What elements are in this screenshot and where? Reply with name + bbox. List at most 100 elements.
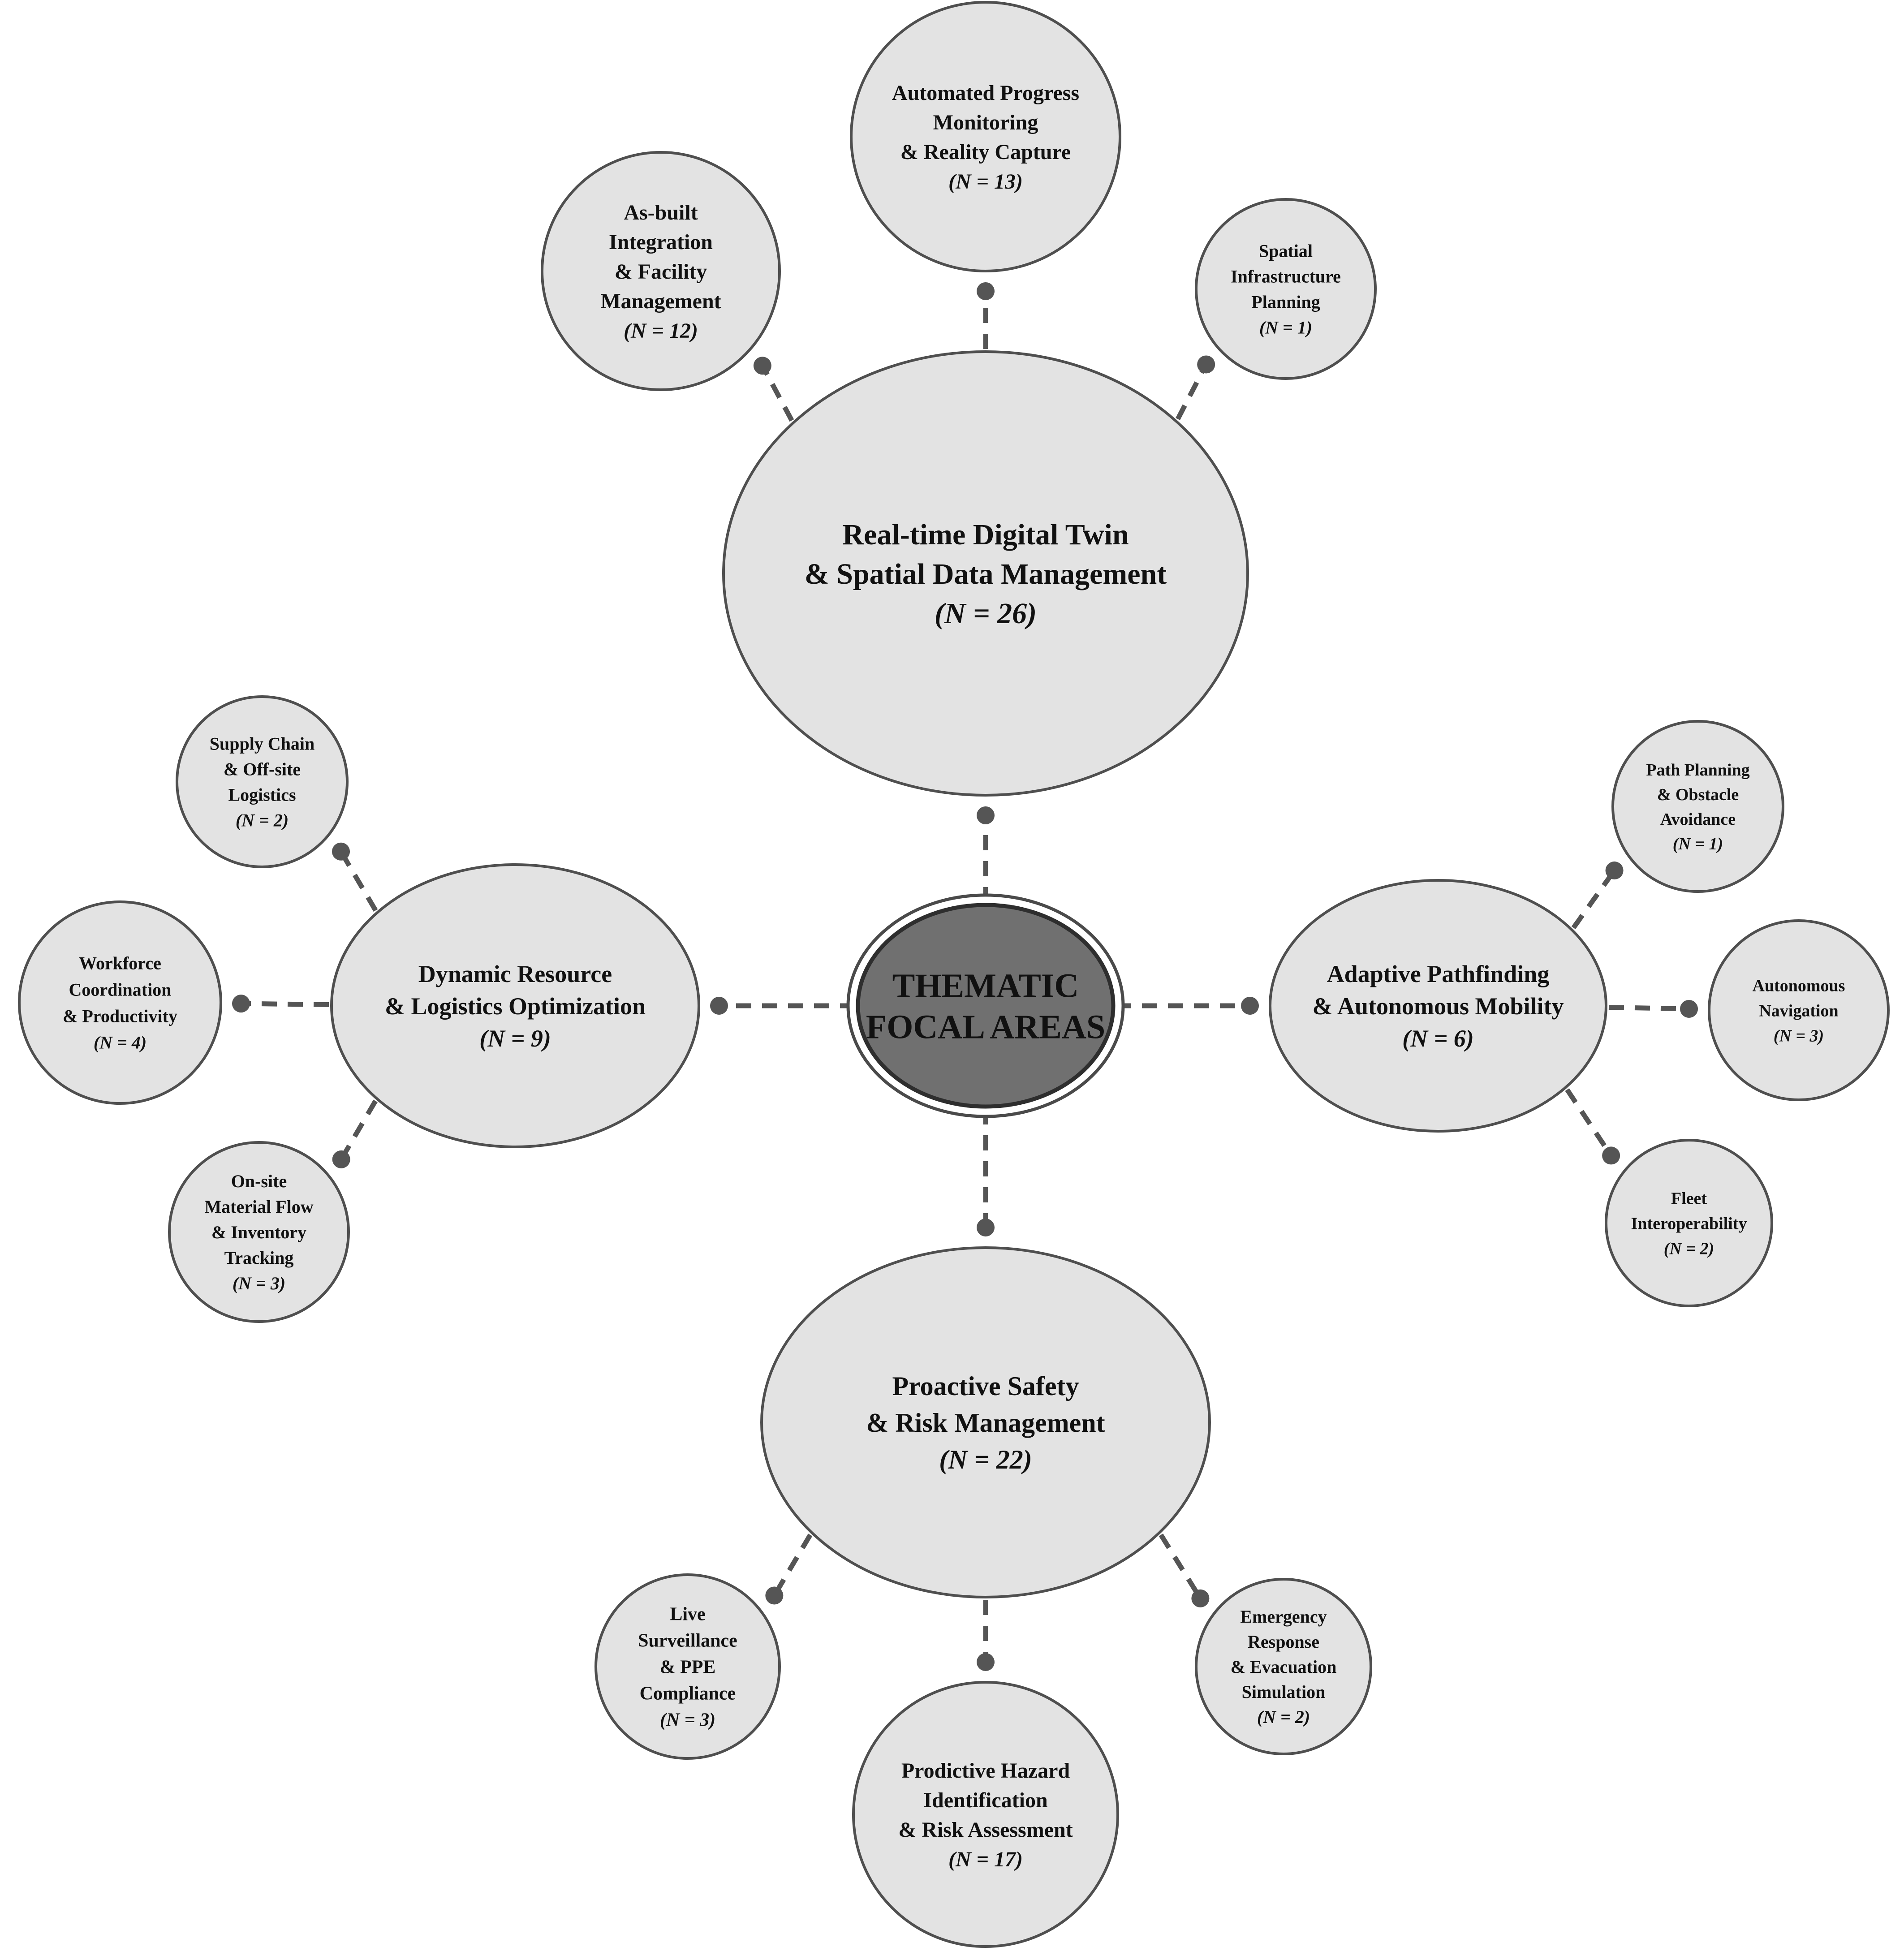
subtopic-node-label-line: Identification [923,1788,1047,1812]
subtopic-node-label-line: & Risk Assessment [898,1818,1073,1842]
subtopic-node-count: (N = 3) [660,1710,715,1731]
theme-ellipse [722,350,1249,797]
subtopic-node-label-line: On-site [231,1171,287,1191]
subtopic-node-label-line: Automated Progress [892,81,1079,105]
connector-line [772,1534,813,1597]
theme-resource-logistics-label-line: & Logistics Optimization [385,993,646,1020]
subtopic-node-count: (N = 3) [233,1273,285,1293]
connector-dot [1191,1589,1210,1607]
theme-resource-logistics: Dynamic Resource & Logistics Optimization… [330,863,700,1148]
subtopic-node-label-line: & Off-site [224,759,301,780]
subtopic-node-label-line: Integration [609,230,713,254]
theme-autonomous-mobility: Adaptive Pathfinding & Autonomous Mobilit… [1269,879,1607,1133]
subtopic-node-label-line: Spatial [1259,241,1313,261]
subtopic-node-label-line: Prodictive Hazard [901,1759,1070,1783]
subtopic-circle [1708,919,1890,1101]
connector-dot [977,282,995,300]
subtopic-node-label-line: Infrastructure [1231,267,1341,287]
subtopic-circle [1605,1139,1773,1307]
subtopic-circle [850,1,1121,272]
theme-digital-twin-count: (N = 26) [935,597,1037,630]
theme-autonomous-mobility-count: (N = 6) [1402,1025,1474,1052]
connector-line [760,364,794,422]
subtopic-node-label-line: & Reality Capture [900,140,1071,164]
subtopic-node-label-line: Coordination [69,980,172,1000]
subtopic-circle [852,1681,1119,1948]
subtopic-node-label-line: Emergency [1240,1607,1327,1627]
connectors [232,282,1698,1671]
theme-resource-logistics-label-line: Dynamic Resource [418,961,612,987]
theme-autonomous-mobility-label-line: Adaptive Pathfinding [1327,961,1550,987]
subtopic-node-label-line: Response [1248,1632,1319,1652]
subtopic-node-label-line: Autonomous [1753,976,1845,995]
theme-ellipse [760,1246,1211,1598]
subtopic-node-count: (N = 17) [948,1848,1023,1871]
center-node-label-line: THEMATIC [892,967,1079,1005]
theme-digital-twin-label-line: Real-time Digital Twin [842,518,1129,551]
connector-dot [1241,997,1259,1015]
connector-dot [977,1219,995,1236]
connector-line [339,850,378,912]
subtopic-node-label-line: & Productivity [63,1006,177,1026]
subtopic-node-label-line: & PPE [660,1657,716,1678]
subtopic-node-label-line: Fleet [1671,1189,1707,1208]
subtopic-circle [168,1141,350,1323]
subtopic-circle [1195,198,1377,380]
subtopic-node-label-line: Monitoring [933,111,1038,134]
connector-line [1608,1005,1689,1012]
connector-dot [232,995,250,1013]
subtopic-node-label-line: Tracking [224,1248,294,1268]
subtopic-circle [541,151,781,391]
subtopic-circle [1195,1578,1372,1755]
center-node-label-line: FOCAL AREAS [866,1008,1105,1046]
subtopic-node-label-line: Navigation [1759,1001,1838,1020]
subtopic-circle [176,695,349,868]
connector-line [1159,1534,1203,1600]
subtopic-node-label-line: Live [670,1604,705,1625]
subtopic-node-label-line: Logistics [228,785,296,805]
subtopic-node-label-line: Material Flow [204,1197,313,1217]
subtopic-circle [594,1573,781,1760]
theme-safety-risk-label-line: Proactive Safety [892,1371,1079,1401]
connector-dot [1605,862,1624,880]
subtopic-node-label-line: Compliance [640,1684,736,1704]
connector-dot [765,1586,784,1605]
subtopic-node-label-line: Management [600,289,721,313]
subtopic-node-label-line: & Inventory [211,1222,306,1242]
connector-dot [977,1653,995,1671]
subtopic-node-label-line: Surveillance [638,1631,737,1651]
subtopic-node-label-line: Workforce [79,953,161,974]
theme-ellipse [330,863,700,1148]
subtopic-node-count: (N = 2) [1664,1239,1714,1258]
connector-line [1176,363,1209,420]
subtopic-node-label-line: Path Planning [1646,761,1749,780]
subtopic-node-count: (N = 3) [1774,1026,1824,1045]
subtopic-node-label-line: & Facility [615,260,707,284]
theme-safety-risk-count: (N = 22) [939,1445,1032,1474]
subtopic-node-count: (N = 1) [1673,835,1723,853]
connector-line [339,1099,378,1161]
subtopic-node-label-line: & Obstacle [1657,785,1739,804]
theme-autonomous-mobility-label-line: & Autonomous Mobility [1312,993,1564,1020]
theme-safety-risk: Proactive Safety& Risk Management(N = 22… [760,1246,1211,1598]
subtopic-node-count: (N = 13) [948,170,1023,194]
connector-dot [753,357,771,375]
theme-resource-logistics-count: (N = 9) [479,1025,551,1052]
connector-line [1571,869,1617,930]
theme-ellipse [1269,879,1607,1133]
subtopic-circle [18,900,222,1105]
subtopic-node-count: (N = 4) [94,1033,146,1053]
connector-dot [332,842,350,861]
